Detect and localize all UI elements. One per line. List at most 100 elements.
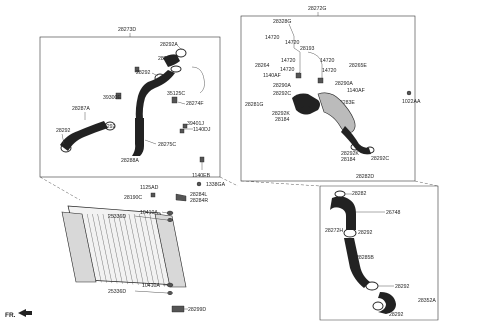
grommet-part (166, 210, 174, 216)
grommet-part (167, 217, 173, 222)
label-28272H: 28272H (325, 228, 343, 234)
hose-28287A (60, 121, 108, 151)
sensor-part (295, 72, 302, 79)
label-39300E: 39300E (103, 95, 121, 101)
label-28287A: 28287A (72, 106, 90, 112)
label-28292: 28292 (395, 284, 410, 290)
label-28299D: 28299D (188, 307, 206, 313)
label-25336D: 25336D (108, 214, 126, 220)
bolt-part (406, 90, 412, 96)
label-28274F: 28274F (186, 101, 204, 107)
bolt-part (150, 192, 156, 198)
bracket-part (175, 193, 187, 202)
label-39401J: 39401J (187, 121, 204, 127)
label-28292: 28292 (101, 124, 116, 130)
label-1140AF: 1140AF (347, 88, 365, 94)
label-28265E: 28265E (349, 63, 367, 69)
clamp-ring (343, 228, 357, 238)
label-28193: 28193 (300, 46, 315, 52)
label-1140EB: 1140EB (192, 173, 211, 179)
clamp-ring (300, 105, 312, 115)
wire-part (307, 51, 323, 78)
label-28286D: 28286D (158, 56, 176, 62)
bolt-part (179, 128, 185, 134)
hose-upper (330, 196, 356, 230)
left-group-frame (39, 36, 221, 178)
label-28282: 28282 (352, 191, 367, 197)
label-28275C: 28275C (158, 142, 176, 148)
label-28284R: 28284R (190, 198, 208, 204)
label-28352A: 28352A (418, 298, 436, 304)
label-1338GA: 1338GA (206, 182, 226, 188)
label-14720: 14720 (280, 67, 295, 73)
hose-28285B (344, 238, 370, 288)
label-1140AF: 1140AF (263, 73, 281, 79)
label-35125C: 35125C (167, 91, 185, 97)
bolt-part (182, 123, 188, 129)
left-group: 28273D 28292A 28286D 28292 39300E 35125C… (39, 27, 221, 178)
label-28292A: 28292A (160, 42, 178, 48)
right-group: 28272G 28328G 14720 14720 28193 14720 14… (240, 6, 421, 182)
label-28282D: 28282D (356, 174, 374, 180)
label-28292C: 28292C (273, 91, 291, 97)
label-28290A: 28290A (335, 81, 353, 87)
bracket-part (171, 305, 185, 313)
grommet-part (167, 291, 173, 296)
label-14720: 14720 (320, 58, 335, 64)
wire-part (191, 66, 205, 94)
label-28184: 28184 (341, 157, 356, 163)
label-28190C: 28190C (124, 195, 142, 201)
label-28288A: 28288A (121, 158, 139, 164)
clamp-ring (104, 121, 116, 131)
label-28292: 28292 (389, 312, 404, 318)
right-group-frame (240, 15, 416, 182)
label-14720: 14720 (285, 40, 300, 46)
label-1022AA: 1022AA (402, 99, 421, 105)
label-28281G: 28281G (245, 102, 263, 108)
label-1140DJ: 1140DJ (193, 127, 211, 133)
hose-28288A (132, 118, 144, 156)
label-28292: 28292 (56, 128, 71, 134)
label-14720: 14720 (265, 35, 280, 41)
group-label-left: 28273D (118, 27, 136, 33)
label-14720: 14720 (281, 58, 296, 64)
clamp-ring (175, 48, 187, 58)
sensor-part (317, 77, 324, 84)
intercooler-tank-left (61, 211, 97, 283)
intercooler-tank-right (154, 213, 187, 288)
clamp-ring (154, 73, 166, 83)
label-28292: 28292 (358, 230, 373, 236)
clamp-ring (365, 146, 375, 154)
fr-label: FR. (5, 312, 16, 319)
bolt-part (196, 181, 202, 187)
part-28274F (171, 96, 178, 104)
hose-28282D (341, 126, 371, 155)
grommet-part (166, 282, 174, 288)
label-28284L: 28284L (190, 192, 207, 198)
front-arrow-icon (18, 309, 32, 317)
elbow-28352A (378, 292, 396, 314)
clamp-ring (170, 65, 182, 73)
label-28292K: 28292K (341, 151, 359, 157)
label-28264: 28264 (255, 63, 270, 69)
front-indicator: FR. (5, 309, 32, 319)
hose-28281G (292, 93, 320, 115)
label-10410A: 10410A (142, 283, 160, 289)
label-28292C: 28292C (371, 156, 389, 162)
clamp-ring (334, 190, 346, 198)
label-28292: 28292 (136, 70, 151, 76)
label-25336D: 25336D (108, 289, 126, 295)
label-14720: 14720 (322, 68, 337, 74)
clamp-ring (350, 143, 360, 151)
label-28328G: 28328G (273, 19, 291, 25)
label-28283E: 28283E (337, 100, 355, 106)
clamp-ring (372, 301, 384, 311)
sensor-part (115, 92, 122, 100)
hose-main (135, 70, 175, 120)
bottom-right-frame (319, 185, 439, 321)
bolt-part (199, 156, 205, 163)
label-1125AD: 1125AD (140, 185, 159, 191)
label-28290A: 28290A (273, 83, 291, 89)
hose-28292A (163, 54, 180, 67)
